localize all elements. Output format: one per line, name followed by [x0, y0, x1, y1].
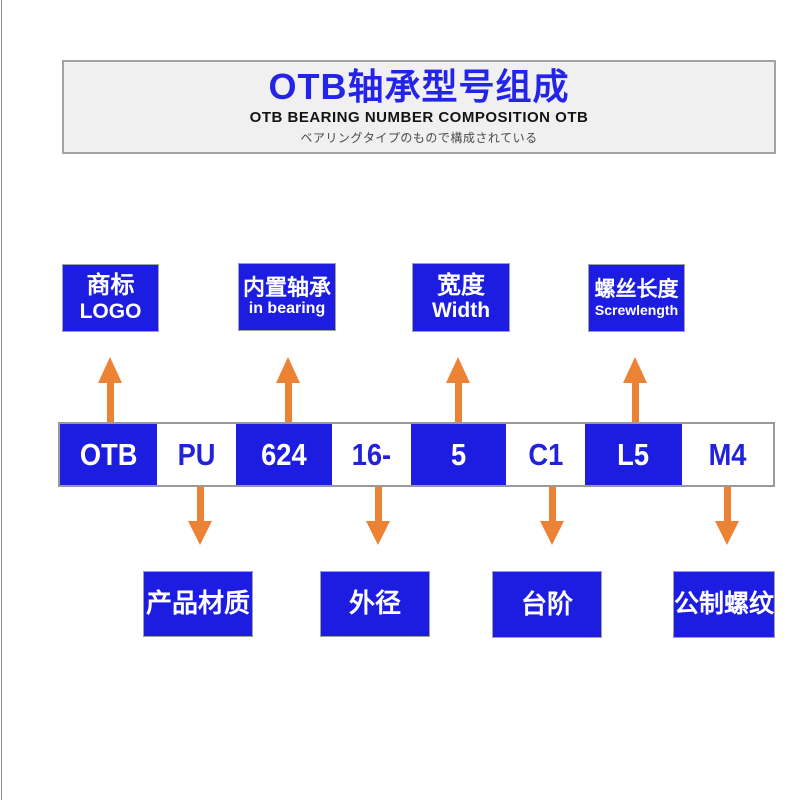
arrow-down-outer-diameter: [366, 487, 390, 545]
label-inner-bearing-cn: 内置轴承: [242, 275, 331, 301]
page-subtitle-japanese: ベアリングタイプのもので構成されている: [300, 130, 538, 145]
code-cell-pu-text: PU: [177, 436, 216, 472]
code-cell-5-text: 5: [450, 436, 467, 472]
code-cell-otb-text: OTB: [79, 436, 138, 472]
arrow-up-logo: [98, 357, 122, 422]
arrow-shaft: [196, 487, 204, 521]
arrow-shaft: [106, 383, 114, 422]
code-cell-m4: M4: [682, 424, 773, 485]
code-cell-5: 5: [411, 424, 506, 485]
code-cell-c1: C1: [506, 424, 585, 485]
label-screw-length-cn: 螺丝长度: [594, 277, 679, 301]
code-cell-l5-text: L5: [617, 436, 650, 472]
code-cell-c1-text: C1: [528, 436, 563, 472]
label-step-cn: 台阶: [520, 588, 573, 619]
label-logo-cn: 商标: [86, 272, 135, 300]
arrow-shaft: [374, 487, 382, 521]
code-cell-otb: OTB: [60, 424, 157, 485]
label-product-material: 产品材质: [143, 571, 253, 637]
label-screw-length: 螺丝长度 Screwlength: [588, 264, 685, 332]
code-cell-624: 624: [236, 424, 332, 485]
arrow-shaft: [631, 383, 639, 422]
label-width-en: Width: [431, 299, 491, 323]
label-logo: 商标 LOGO: [62, 264, 159, 332]
arrow-head: [446, 357, 470, 383]
label-metric-thread: 公制螺纹: [673, 571, 775, 638]
label-step: 台阶: [492, 571, 602, 638]
arrow-up-screw-length: [623, 357, 647, 422]
left-edge-line: [1, 0, 2, 800]
label-logo-en: LOGO: [79, 299, 142, 323]
arrow-head: [715, 521, 739, 545]
arrow-down-material: [188, 487, 212, 545]
arrow-up-width: [446, 357, 470, 422]
arrow-head: [276, 357, 300, 383]
label-outer-diameter-cn: 外径: [348, 588, 401, 619]
code-cell-16: 16-: [332, 424, 411, 485]
header-box: OTB轴承型号组成 OTB BEARING NUMBER COMPOSITION…: [62, 60, 776, 154]
label-width-cn: 宽度: [437, 271, 485, 299]
code-cell-624-text: 624: [261, 436, 307, 472]
arrow-up-inner-bearing: [276, 357, 300, 422]
label-outer-diameter: 外径: [320, 571, 430, 637]
bearing-code-strip: OTB PU 624 16- 5 C1 L5 M4: [58, 422, 775, 487]
arrow-shaft: [284, 383, 292, 422]
arrow-head: [366, 521, 390, 545]
page-subtitle-english: OTB BEARING NUMBER COMPOSITION OTB: [249, 108, 589, 126]
arrow-shaft: [723, 487, 731, 521]
arrow-head: [623, 357, 647, 383]
label-inner-bearing: 内置轴承 in bearing: [238, 263, 336, 331]
code-cell-l5: L5: [585, 424, 682, 485]
label-product-material-cn: 产品材质: [145, 588, 250, 619]
label-width: 宽度 Width: [412, 263, 510, 332]
arrow-head: [540, 521, 564, 545]
label-screw-length-en: Screwlength: [594, 302, 679, 319]
code-cell-pu: PU: [157, 424, 236, 485]
code-cell-m4-text: M4: [708, 436, 747, 472]
label-inner-bearing-en: in bearing: [248, 300, 326, 318]
page-title: OTB轴承型号组成: [268, 66, 570, 108]
arrow-shaft: [548, 487, 556, 521]
arrow-down-step: [540, 487, 564, 545]
label-metric-thread-cn: 公制螺纹: [674, 590, 775, 619]
code-cell-16-text: 16-: [351, 436, 392, 472]
arrow-down-metric-thread: [715, 487, 739, 545]
arrow-shaft: [454, 383, 462, 422]
arrow-head: [188, 521, 212, 545]
arrow-head: [98, 357, 122, 383]
